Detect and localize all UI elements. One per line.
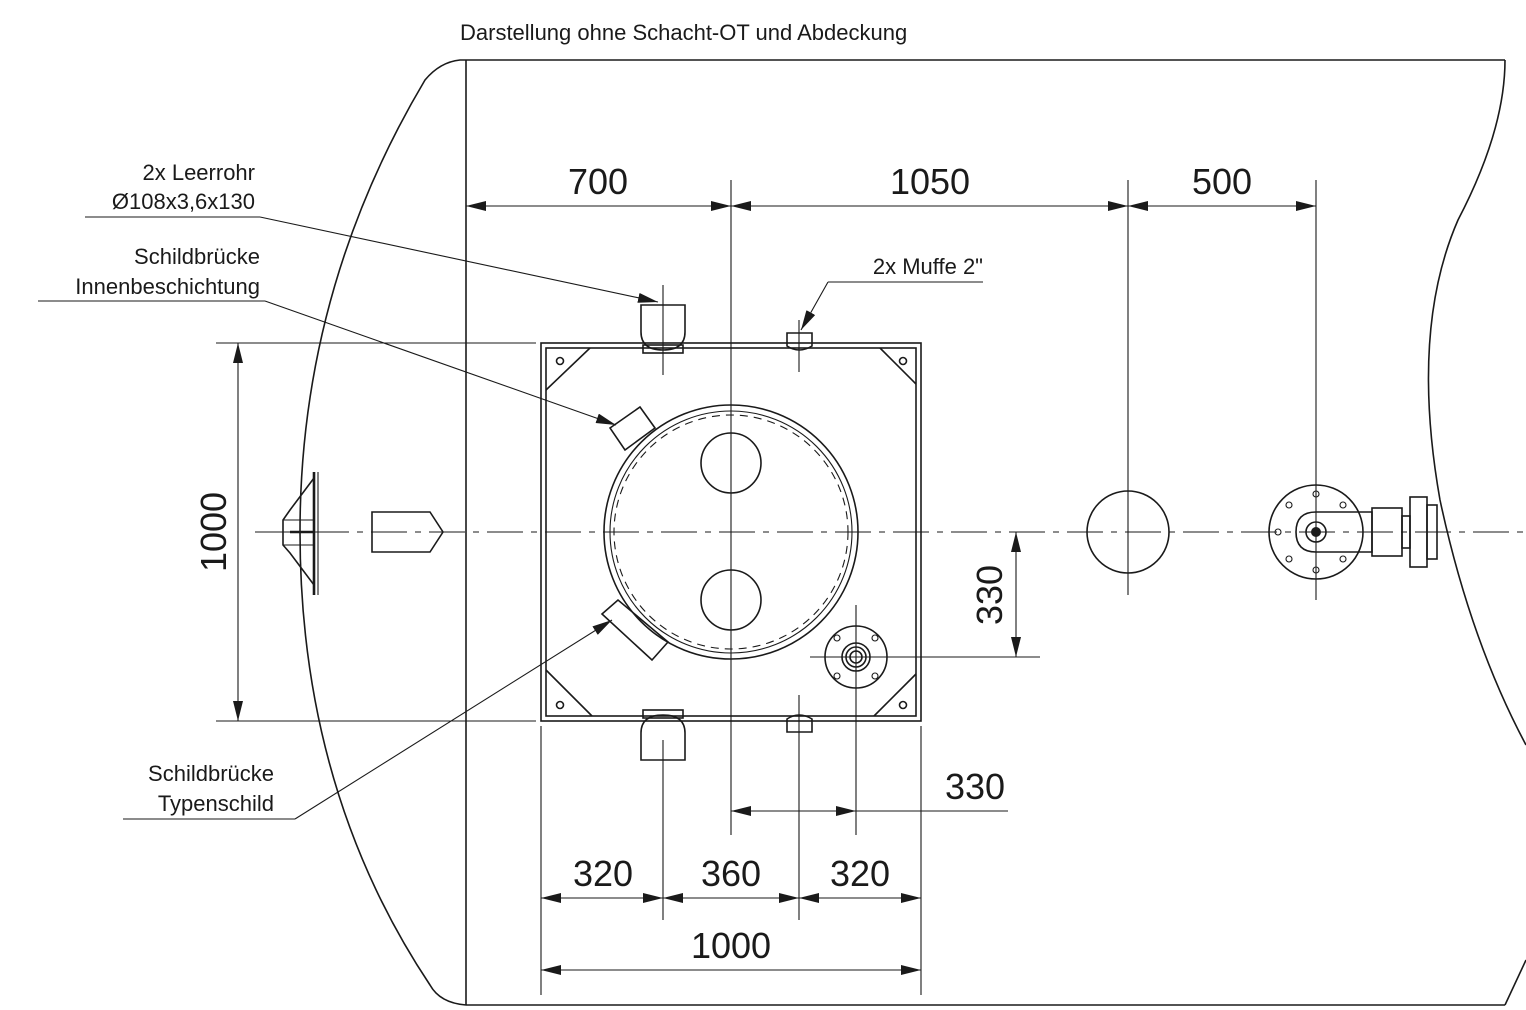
label-shield-typeplate-line2: Typenschild [158,791,274,816]
dim-360: 360 [701,853,761,894]
dim-500: 500 [1192,161,1252,202]
label-conduit-line1: 2x Leerrohr [142,160,255,185]
dim-1050: 1050 [890,161,970,202]
leader-conduit [259,216,659,303]
socket-fitting-top [786,332,813,351]
leader-socket [800,281,829,331]
outlet-flange [1268,484,1438,580]
shield-plate-coating [608,405,657,452]
label-conduit-line2: Ø108x3,6x130 [112,189,255,214]
drawing-title: Darstellung ohne Schacht-OT und Abdeckun… [460,20,907,45]
socket-fitting-bottom [786,714,813,733]
conduit-pipe-bottom [640,709,686,761]
label-shield-coating-line2: Innenbeschichtung [75,274,260,299]
leader-shield-coating [264,300,617,426]
dim-320-right: 320 [830,853,890,894]
label-shield-typeplate-line1: Schildbrücke [148,761,274,786]
tank-outline [299,59,1526,1006]
dim-330-vertical: 330 [969,565,1010,625]
dim-320-left: 320 [573,853,633,894]
end-fitting [282,472,319,595]
label-shield-coating-line1: Schildbrücke [134,244,260,269]
dim-700: 700 [568,161,628,202]
leader-shield-typeplate [294,619,613,820]
label-socket: 2x Muffe 2" [873,254,983,279]
inlet-stub [371,511,444,553]
dim-330-horizontal: 330 [945,766,1005,807]
dim-1000-horizontal: 1000 [691,925,771,966]
bottom-dimension-chain [541,893,921,975]
dim-1000-vertical: 1000 [193,492,234,572]
shield-plate-typeplate [600,598,670,662]
